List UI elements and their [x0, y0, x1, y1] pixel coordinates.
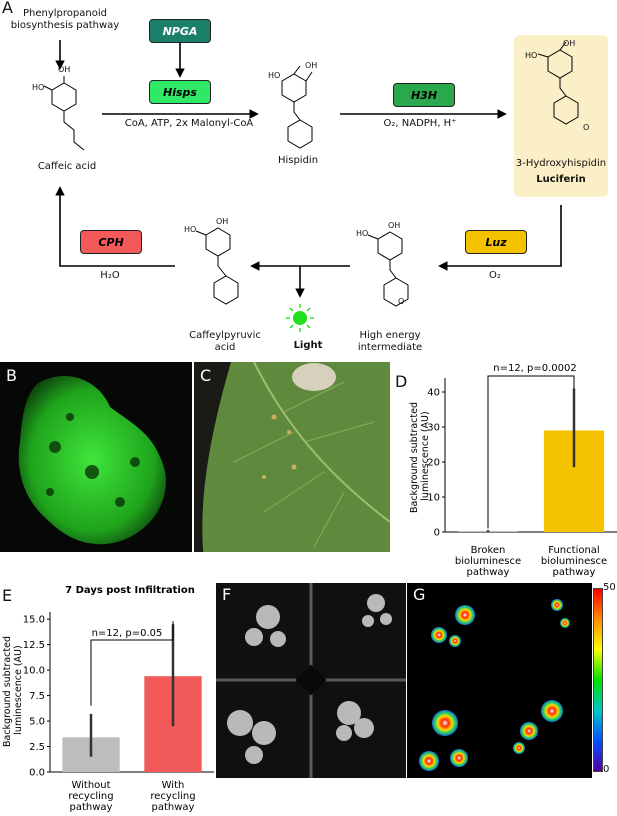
- chart-e-ytick-label-2: 5.0: [29, 717, 45, 728]
- panel-label-d: D: [395, 372, 408, 391]
- chart-d-annotation: n=12, p=0.0002: [493, 363, 577, 374]
- chart-e-ytick-label-5: 12.5: [23, 640, 45, 651]
- colorbar-max: 50: [603, 582, 616, 593]
- caffeic-acid-label: Caffeic acid: [37, 161, 97, 172]
- panel-a: A Phenylpropanoid biosynthesis pathway N…: [0, 0, 617, 360]
- arrow-luciferin-to-intermediate: [438, 205, 562, 271]
- panel-label-e: E: [2, 586, 13, 605]
- light-burst-icon: [286, 304, 314, 332]
- chart-e-significance-bracket: [90, 621, 174, 706]
- panel-e: E 7 Days post Infiltration Background su…: [0, 580, 214, 813]
- panel-label-g: G: [413, 585, 426, 604]
- plants-grayscale-image: [216, 583, 406, 778]
- enzyme-cph: CPH: [80, 230, 142, 254]
- chart-e-annotation: n=12, p=0.05: [92, 628, 163, 639]
- atom-oo-intermediate: O: [398, 297, 405, 306]
- structure-hydroxyhispidin: [537, 41, 579, 125]
- panel-c-photo: C: [194, 362, 390, 552]
- chart-d-ylabel: Background subtracted luminescence (AU): [409, 399, 431, 513]
- enzyme-hisps-label: Hisps: [163, 85, 197, 99]
- glowing-leaf-image: [18, 376, 166, 545]
- hisps-cofactors: CoA, ATP, 2x Malonyl-CoA: [124, 118, 254, 129]
- luciferin-highlight: [514, 35, 608, 197]
- structure-caffeylpyruvic: [195, 227, 239, 305]
- luciferin-label: Luciferin: [536, 174, 586, 185]
- atom-ho-hispidin: HO: [268, 71, 281, 80]
- hydroxyhispidin-label: 3-Hydroxyhispidin: [515, 158, 607, 169]
- chart-e-ytick-label-0: 0.0: [29, 768, 45, 779]
- phenylpropanoid-label: Phenylpropanoid biosynthesis pathway: [10, 8, 120, 31]
- enzyme-luz: Luz: [465, 230, 527, 254]
- h3h-cofactors: O₂, NADPH, H⁺: [383, 118, 457, 129]
- arrow-caffeylpyruvic-to-caffeic: [55, 186, 175, 267]
- pathway-diagram: [43, 40, 579, 332]
- luz-cofactor: O₂: [489, 270, 501, 281]
- atom-oh-intermediate: OH: [388, 221, 401, 230]
- atom-oh-caffeic: OH: [58, 65, 71, 74]
- leaf-photo-image: [202, 362, 390, 552]
- plants-luminescence-image: [419, 599, 570, 771]
- chart-d-ytick-label-2: 20: [427, 458, 440, 469]
- enzyme-npga-label: NPGA: [162, 24, 198, 38]
- cph-cofactor: H₂O: [100, 270, 120, 281]
- chart-e-ytick-label-3: 7.5: [29, 691, 45, 702]
- chart-d-ytick-label-4: 40: [427, 388, 440, 399]
- caffeylpyruvic-label: Caffeylpyruvic acid: [189, 330, 261, 353]
- chart-e-ytick-label-4: 10.0: [23, 666, 45, 677]
- atom-oh-luciferin: OH: [563, 39, 576, 48]
- panel-d: D Background subtracted luminescence (AU…: [393, 362, 617, 584]
- atom-ho-caffeic: HO: [32, 83, 45, 92]
- structure-caffeic-acid: [43, 76, 85, 151]
- atom-oh-caffeylpyruvic: OH: [216, 217, 229, 226]
- atom-o-luciferin: O: [583, 123, 590, 132]
- chart-e-ylabel-line2: luminescence (AU): [13, 645, 24, 734]
- chart-d-ytick-label-3: 30: [427, 423, 440, 434]
- atom-ho-intermediate: HO: [356, 229, 369, 238]
- chart-d-ytick-label-0: 0: [434, 528, 440, 539]
- chart-e-svg: 7 Days post Infiltration Background subt…: [2, 585, 214, 813]
- chart-e-ylabel-line1: Background subtracted: [2, 636, 13, 747]
- chart-e-ytick-label-6: 15.0: [23, 615, 45, 626]
- enzyme-luz-label: Luz: [485, 235, 507, 249]
- panel-g-photo: G: [407, 583, 592, 778]
- enzyme-hisps: Hisps: [149, 80, 211, 104]
- colorbar-min: 0: [603, 764, 610, 775]
- atom-ho-luciferin: HO: [525, 51, 538, 60]
- hispidin-label: Hispidin: [277, 155, 319, 166]
- enzyme-npga: NPGA: [149, 19, 211, 43]
- atom-ho-caffeylpyruvic: HO: [184, 225, 197, 234]
- chart-d-ylabel-line1: Background subtracted: [409, 402, 420, 513]
- enzyme-h3h-label: H3H: [410, 88, 438, 102]
- panel-f-photo: F: [216, 583, 406, 778]
- chart-d-significance-bracket: [487, 375, 575, 529]
- chart-d-ylabel-line2: luminescence (AU): [420, 411, 431, 500]
- enzyme-h3h: H3H: [393, 83, 455, 107]
- structure-hispidin: [281, 65, 313, 149]
- chart-d-ytick-label-1: 10: [427, 493, 440, 504]
- structure-intermediate: [367, 231, 409, 307]
- panel-label-a: A: [2, 0, 13, 17]
- chart-e-ylabel: Background subtracted luminescence (AU): [2, 633, 24, 747]
- chart-e-ytick-label-1: 2.5: [29, 742, 45, 753]
- panel-b-photo: B: [0, 362, 192, 552]
- atom-oh-hispidin: OH: [305, 61, 318, 70]
- light-label: Light: [293, 340, 323, 351]
- panel-label-c: C: [200, 366, 212, 385]
- panel-label-b: B: [6, 366, 17, 385]
- chart-d-svg: Background subtracted luminescence (AU) …: [409, 363, 617, 578]
- panel-label-f: F: [222, 585, 232, 604]
- chart-e-title: 7 Days post Infiltration: [65, 585, 195, 596]
- intermediate-label: High energy intermediate: [357, 330, 423, 353]
- colorbar: [593, 588, 603, 772]
- enzyme-cph-label: CPH: [98, 235, 124, 249]
